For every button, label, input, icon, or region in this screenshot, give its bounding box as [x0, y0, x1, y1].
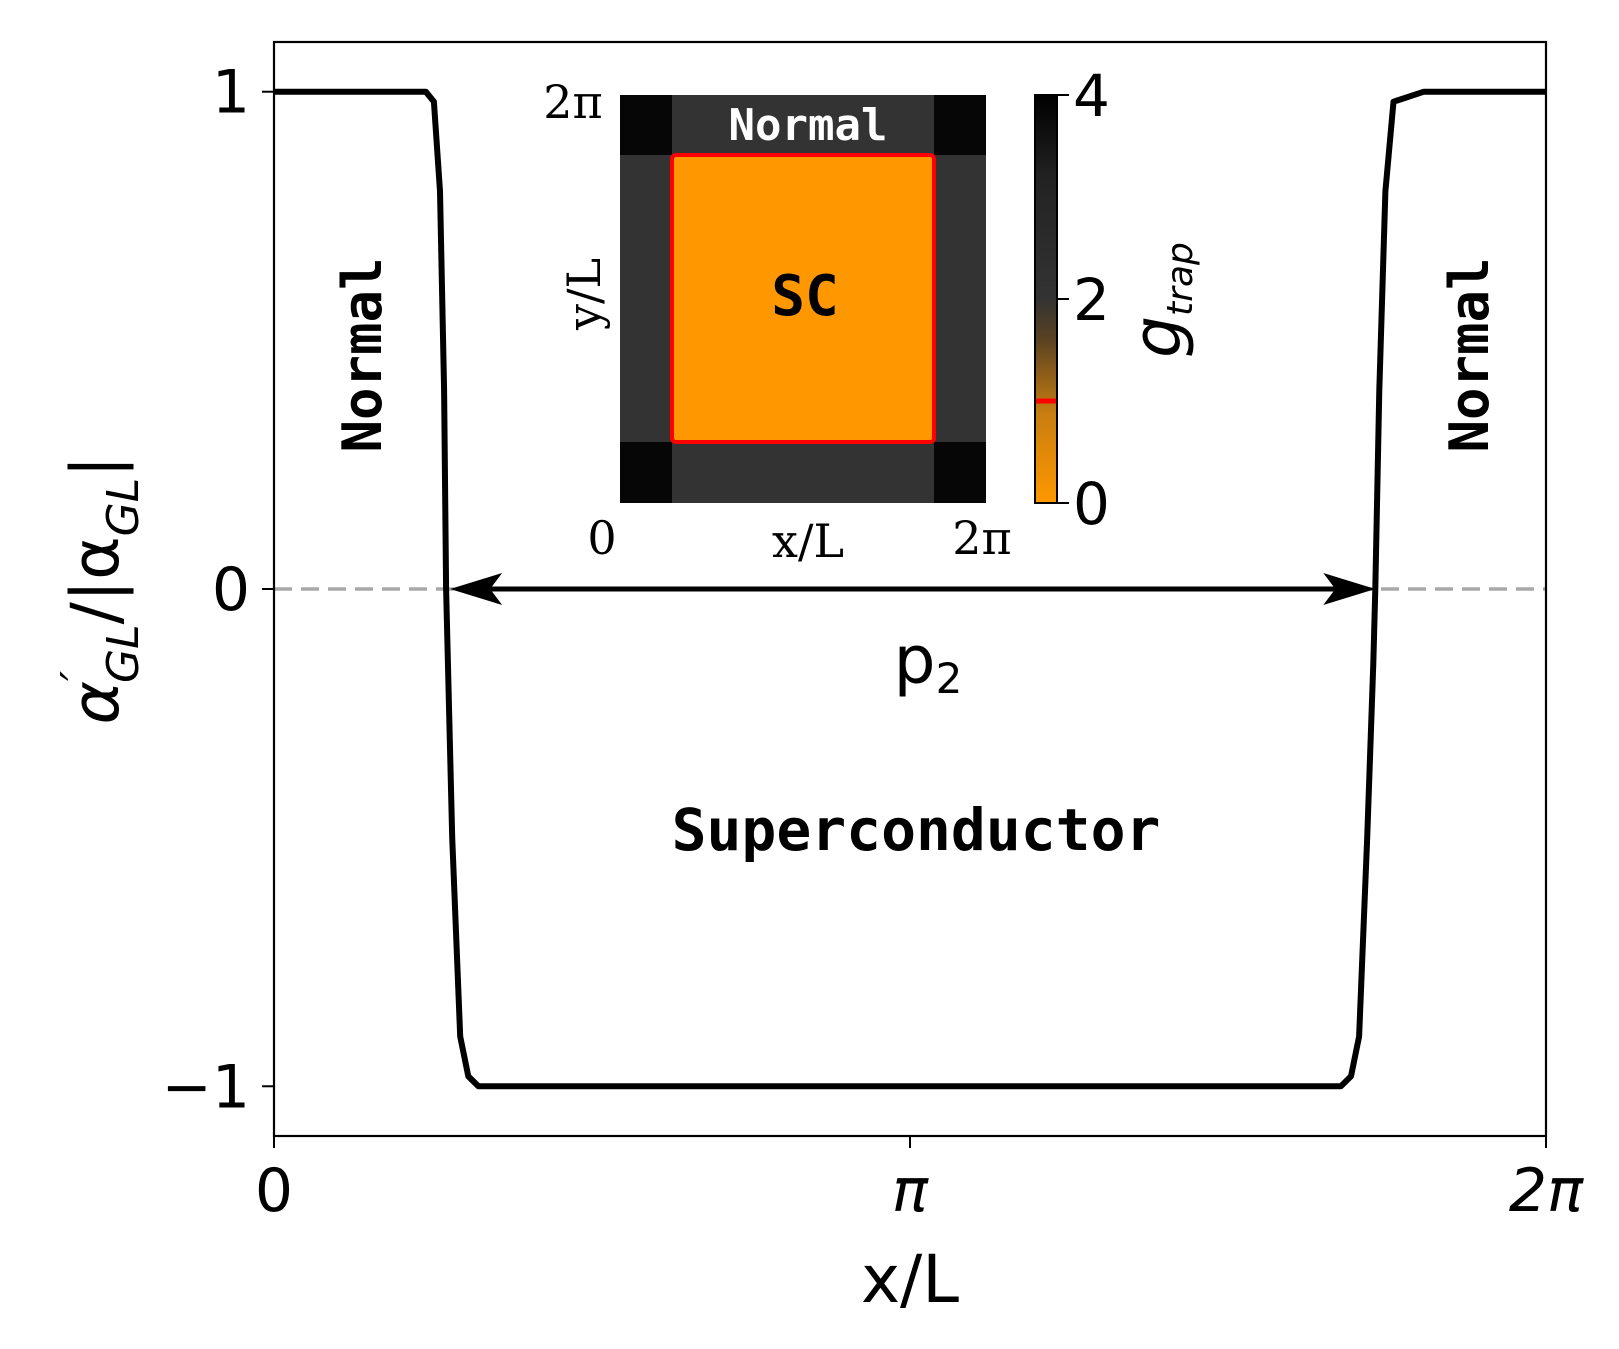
inset-y-label: y/L — [557, 258, 611, 331]
inset-corner-bottom-left — [620, 442, 672, 503]
p2-arrow-head-right — [1323, 573, 1376, 605]
inset-sc-label: SC — [771, 264, 838, 329]
colorbar — [1034, 94, 1058, 504]
inset-y-tick-2pi: 2π — [543, 75, 603, 129]
x-tick-label: 2π — [1509, 1156, 1584, 1226]
colorbar-label: gtrap — [1119, 242, 1201, 358]
inset-sc-region — [670, 153, 936, 444]
inset-corner-top-left — [620, 95, 672, 155]
colorbar-tick-label: 4 — [1073, 62, 1110, 130]
inset-normal-label: Normal — [729, 100, 888, 151]
alpha-profile-line — [273, 88, 1546, 1090]
y-axis-label: α′GL/|αGL| — [52, 456, 149, 725]
y-tick-label: 1 — [212, 58, 250, 128]
inset-x-tick-2pi: 2π — [952, 511, 1012, 565]
colorbar-tick-label: 0 — [1073, 470, 1110, 538]
normal-label-right: Normal — [1438, 257, 1501, 452]
inset-x-label: x/L — [772, 514, 844, 568]
y-tick-label: 0 — [212, 555, 250, 625]
p2-arrow-head-left — [450, 573, 503, 605]
colorbar-ticks: 0 2 4 — [1057, 62, 1110, 538]
inset-x-tick-0: 0 — [587, 511, 616, 565]
inset-corner-top-right — [934, 95, 986, 155]
x-tick-label: π — [892, 1156, 929, 1226]
x-axis-label: x/L — [861, 1241, 959, 1318]
x-tick-label: 0 — [255, 1156, 293, 1226]
p2-label: p2 — [894, 622, 963, 703]
y-ticks: −1 0 1 — [162, 58, 274, 1122]
y-tick-label: −1 — [162, 1052, 250, 1122]
x-ticks: 0 π 2π — [255, 1136, 1584, 1226]
colorbar-tick-label: 2 — [1073, 266, 1110, 334]
inset-corner-bottom-right — [934, 442, 986, 503]
inset-heatmap: SC Normal 0 2π 2π x/L y/L 0 2 4 gtrap — [543, 62, 1201, 568]
superconductor-label: Superconductor — [672, 796, 1161, 864]
normal-label-left: Normal — [331, 257, 394, 452]
